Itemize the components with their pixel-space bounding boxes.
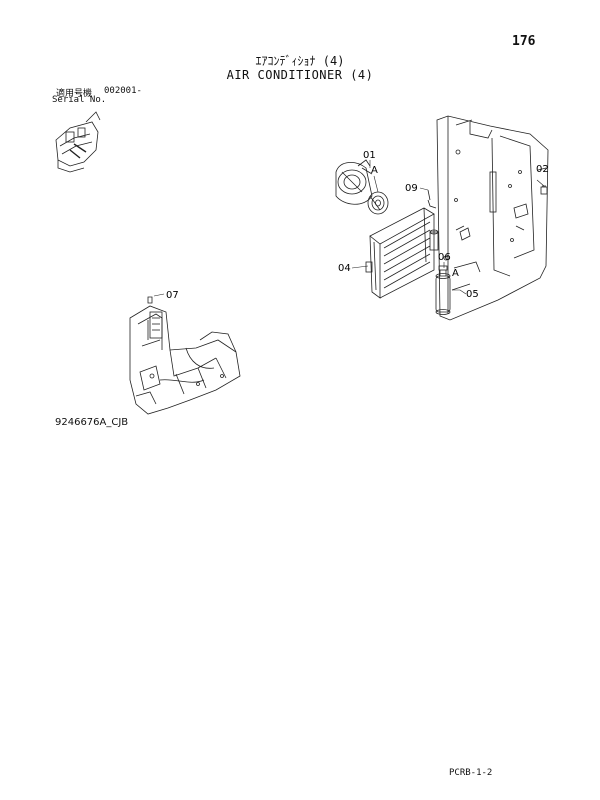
- callout-09: 09: [405, 183, 418, 194]
- callout-04: 04: [338, 263, 351, 274]
- receiver-dryer-05: [435, 265, 451, 315]
- serial-label-japanese: 適用号機: [56, 89, 93, 99]
- machine-location-thumbnail: [55, 111, 101, 173]
- page-title: AIR CONDITIONER (4): [226, 68, 374, 82]
- callout-a-compressor: A: [371, 165, 378, 176]
- serial-label: Serial No.: [52, 95, 107, 105]
- page-number: 176: [512, 34, 536, 49]
- callout-a-dryer: A: [452, 268, 459, 279]
- callout-05: 05: [466, 289, 479, 300]
- air-duct-assembly: [129, 296, 241, 415]
- drawing-reference: 9246676A_CJB: [55, 417, 129, 428]
- serial-number-value: 002001-: [104, 86, 142, 96]
- compressor-01: [335, 159, 389, 215]
- footer-code: PCRB-1-2: [449, 768, 493, 778]
- callout-07: 07: [166, 290, 179, 301]
- callout-06: 06: [438, 252, 451, 263]
- callout-01: 01: [363, 150, 376, 161]
- page-title-japanese: ｴｱｺﾝﾃﾞｨｼｮﾅ (4): [255, 54, 345, 68]
- condenser-04: [365, 199, 449, 299]
- bolt-02: [540, 185, 548, 195]
- callout-02: 02: [536, 164, 549, 175]
- rear-panel-frame: [436, 115, 549, 321]
- hose-09: [427, 189, 465, 231]
- callout-leaders: [153, 160, 545, 297]
